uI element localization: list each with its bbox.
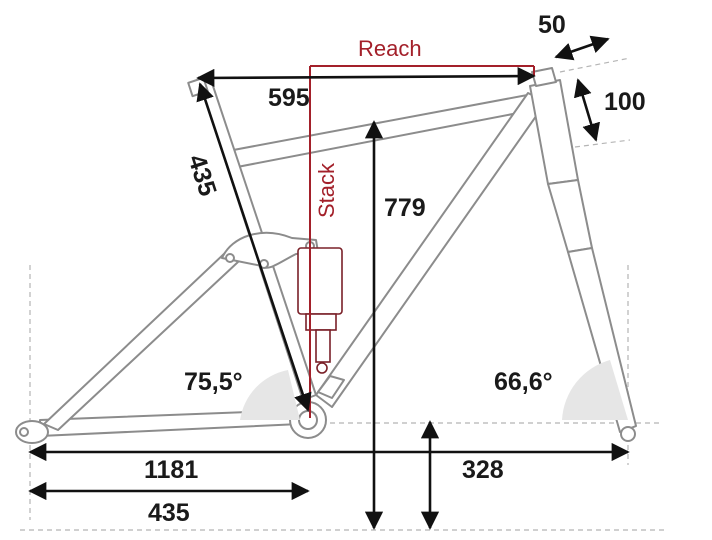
reach-label: Reach [358,36,422,61]
stem-offset-value: 50 [538,11,566,39]
angle-arcs [240,360,628,420]
stack-value: 779 [384,194,426,222]
seat-tube-value: 435 [182,151,222,199]
stem-cap [531,67,557,87]
rear-shock [297,247,343,374]
seat-angle-arc [240,370,300,420]
head-angle-value: 66,6° [494,368,553,396]
headtube-value: 100 [604,88,646,116]
front-dropout [620,426,636,442]
head-tube [529,79,579,185]
dimension-arrows [28,35,630,530]
seat-angle-value: 75,5° [184,368,243,396]
headtube-arrow [573,78,601,142]
reach-arrow [196,66,536,88]
head-angle-arc [562,360,628,420]
reach-value: 595 [268,84,310,112]
stem-top-guide [559,57,631,73]
chainstay-value: 435 [148,499,190,527]
fork-upper [547,179,593,253]
wheelbase-value: 1181 [144,456,198,484]
seat-tube-arrow [196,82,312,412]
seat-stay [43,251,239,431]
headtube-bottom-guide [574,139,631,148]
stack-label: Stack [314,162,339,218]
stem-offset-arrow [554,35,610,61]
bb-drop-value: 328 [462,456,504,484]
